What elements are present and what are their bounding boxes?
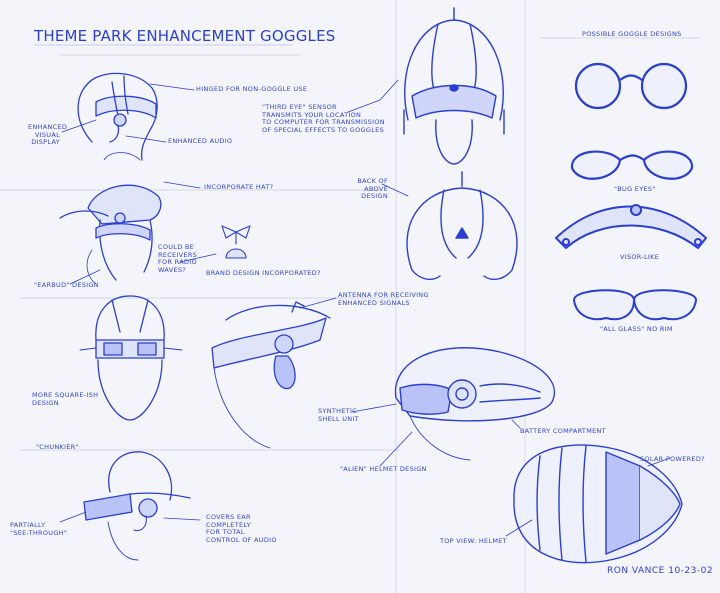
label-incorporate-hat: INCORPORATE HAT? [204, 183, 274, 191]
label-third-eye-sensor: "THIRD EYE" SENSOR TRANSMITS YOUR LOCATI… [262, 103, 385, 134]
label-could-be-receivers: COULD BE RECEIVERS FOR RADIO WAVES? [158, 243, 198, 274]
label-chunkier: "CHUNKIER" [36, 443, 79, 451]
helmet-alien-side [394, 347, 555, 461]
goggle-design-round [574, 62, 688, 110]
label-bug-eyes: "BUG EYES" [614, 185, 656, 193]
label-more-square: MORE SQUARE-ISH DESIGN [32, 391, 99, 407]
head-hinged-goggles [77, 72, 158, 161]
label-antenna: ANTENNA FOR RECEIVING ENHANCED SIGNALS [338, 291, 429, 307]
annotation-leaders [59, 79, 671, 537]
label-enhanced-visual: ENHANCED VISUAL DISPLAY [28, 123, 68, 146]
head-square-goggles [79, 295, 183, 421]
label-brand-design: BRAND DESIGN INCORPORATED? [206, 269, 321, 277]
label-alien-helmet: "ALIEN" HELMET DESIGN [340, 465, 427, 473]
label-partially-see-through: PARTIALLY "SEE-THROUGH" [10, 521, 68, 537]
helmet-top-view [513, 444, 683, 564]
label-back-of-above: BACK OF ABOVE DESIGN [357, 177, 388, 200]
label-synthetic-shell: SYNTHETIC SHELL UNIT [318, 407, 359, 423]
label-all-glass: "ALL GLASS" NO RIM [600, 325, 673, 333]
helmet-back-view [406, 171, 518, 281]
artist-signature: RON VANCE 10-23-02 [607, 566, 714, 576]
head-chunkier-goggles [83, 451, 191, 561]
label-visor-like: VISOR-LIKE [620, 253, 660, 261]
goggle-design-all-glass [573, 289, 697, 321]
sheet-title: THEME PARK ENHANCEMENT GOGGLES [34, 27, 336, 45]
propeller-beanie-icon [221, 225, 251, 259]
label-enhanced-audio: ENHANCED AUDIO [168, 137, 233, 145]
head-antenna-visor [211, 301, 331, 449]
head-hat-goggles [59, 184, 162, 285]
label-possible-designs: POSSIBLE GOGGLE DESIGNS [582, 30, 682, 38]
goggle-design-bug-eyes [570, 150, 694, 180]
helmet-front-view [403, 7, 505, 165]
label-covers-ear: COVERS EAR COMPLETELY FOR TOTAL CONTROL … [206, 513, 277, 544]
label-hinged: HINGED FOR NON-GOGGLE USE [196, 85, 308, 93]
label-earbud-design: "EARBUD" DESIGN [34, 281, 99, 289]
label-top-view-helmet: TOP VIEW: HELMET [440, 537, 507, 545]
label-solar-powered: SOLAR POWERED? [640, 455, 705, 463]
goggle-design-visor [555, 204, 707, 249]
label-battery-compartment: BATTERY COMPARTMENT [520, 427, 606, 435]
